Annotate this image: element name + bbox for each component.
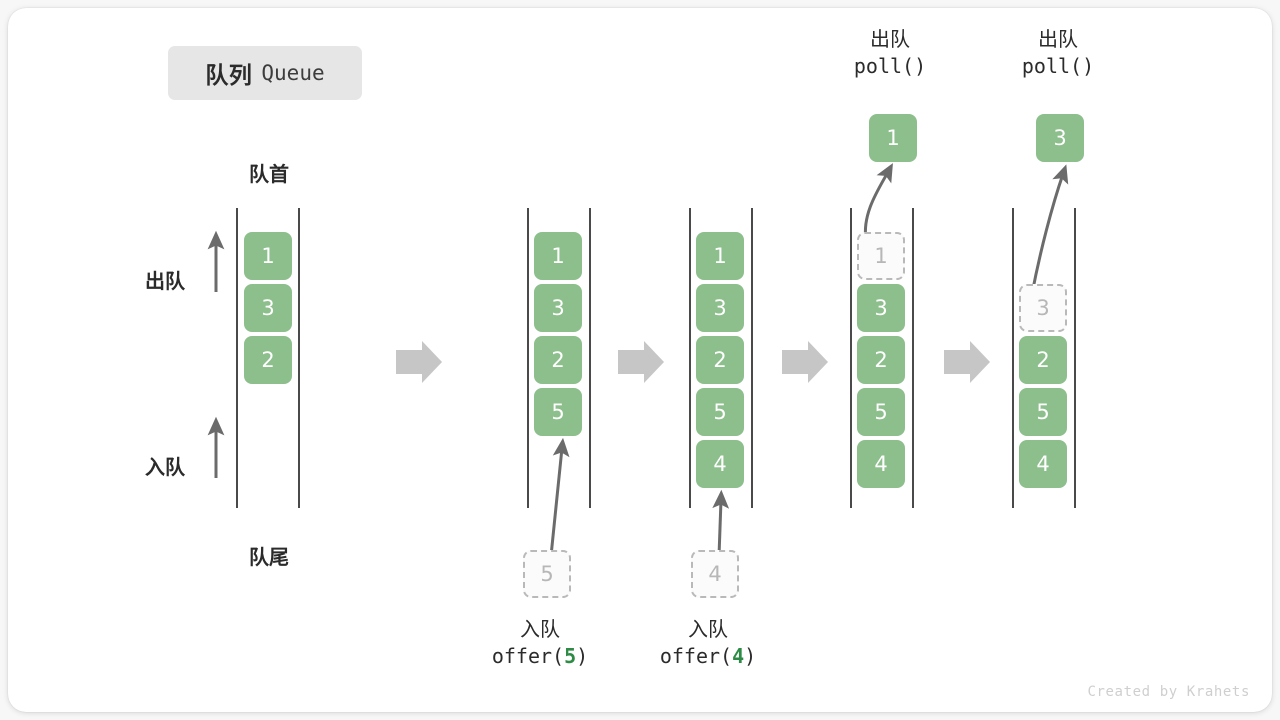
ghost-cell: 4: [691, 550, 739, 598]
popped-cell-3: 3: [1036, 114, 1084, 162]
op-label-offer-4: 入队 offer(4): [618, 618, 798, 669]
op-label-offer-5: 入队 offer(5): [450, 618, 630, 669]
queue-cell: 1: [534, 232, 582, 280]
label-dequeue-direction: 出队: [145, 271, 185, 293]
op-label-poll-3: 出队 poll(): [968, 28, 1148, 79]
op-label-cn: 入队: [520, 619, 560, 641]
op-label-cn: 出队: [870, 29, 910, 51]
queue-cell-ghost: 3: [1019, 284, 1067, 332]
queue-cell: 3: [857, 284, 905, 332]
queue-rail-right: [1074, 208, 1076, 508]
queue-cell: 2: [244, 336, 292, 384]
title-en: Queue: [261, 61, 325, 85]
queue-rail-right: [751, 208, 753, 508]
queue-cell: 4: [696, 440, 744, 488]
queue-rail-left: [1012, 208, 1014, 508]
diagram-title-chip: 队列 Queue: [168, 46, 362, 100]
queue-cell: 3: [534, 284, 582, 332]
attribution-footer: Created by Krahets: [1087, 684, 1250, 700]
queue-cell: 1: [244, 232, 292, 280]
queue-cell: 5: [696, 388, 744, 436]
label-rear: 队尾: [249, 547, 289, 569]
op-label-cn: 出队: [1038, 29, 1078, 51]
queue-cell: 4: [1019, 440, 1067, 488]
incoming-ghost-5: 5: [523, 550, 571, 598]
queue-cell: 5: [534, 388, 582, 436]
queue-rail-right: [589, 208, 591, 508]
popped-cell-1: 1: [869, 114, 917, 162]
queue-cell-ghost: 1: [857, 232, 905, 280]
queue-cell: 1: [696, 232, 744, 280]
queue-rail-right: [912, 208, 914, 508]
queue-rail-left: [689, 208, 691, 508]
op-label-cn: 入队: [688, 619, 728, 641]
queue-cell: 2: [534, 336, 582, 384]
queue-cell: 2: [696, 336, 744, 384]
queue-cell: 5: [1019, 388, 1067, 436]
label-enqueue-direction: 入队: [145, 457, 185, 479]
op-label-code: poll(): [853, 53, 927, 78]
popped-value: 1: [869, 114, 917, 162]
queue-rail-left: [850, 208, 852, 508]
label-front: 队首: [249, 164, 289, 186]
op-label-code: poll(): [1021, 53, 1095, 78]
popped-value: 3: [1036, 114, 1084, 162]
incoming-ghost-4: 4: [691, 550, 739, 598]
queue-cell: 5: [857, 388, 905, 436]
queue-cell: 2: [1019, 336, 1067, 384]
queue-cell: 3: [696, 284, 744, 332]
queue-cell: 2: [857, 336, 905, 384]
queue-rail-left: [527, 208, 529, 508]
op-label-code: offer(5): [491, 643, 589, 668]
op-label-poll-1: 出队 poll(): [800, 28, 980, 79]
queue-cell: 3: [244, 284, 292, 332]
queue-rail-right: [298, 208, 300, 508]
title-cn: 队列: [205, 62, 253, 88]
queue-cell: 4: [857, 440, 905, 488]
op-label-code: offer(4): [659, 643, 757, 668]
queue-rail-left: [236, 208, 238, 508]
ghost-cell: 5: [523, 550, 571, 598]
